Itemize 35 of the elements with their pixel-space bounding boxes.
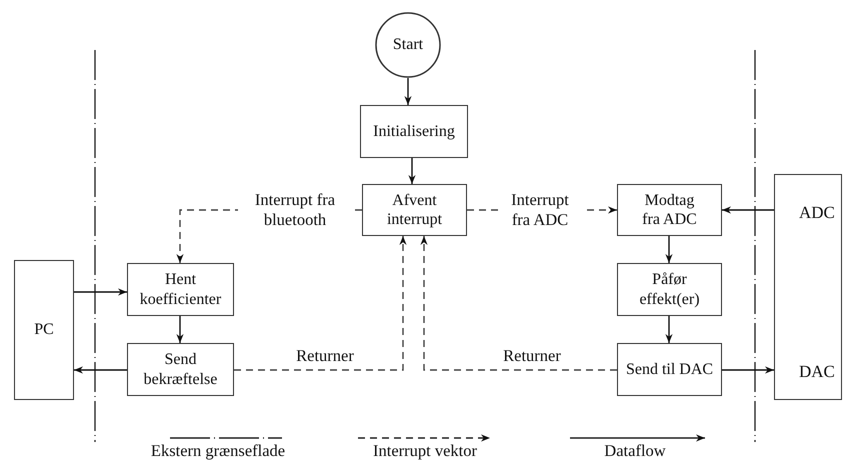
- process-box: [127, 343, 234, 396]
- node-text: ADC: [799, 203, 835, 224]
- node-text: Send til DAC: [626, 360, 714, 380]
- arrow: [74, 288, 127, 296]
- node-text: Påfør effekt(er): [638, 270, 701, 309]
- start-circle: [375, 12, 441, 78]
- node-text: Modtag fra ADC: [641, 190, 698, 230]
- process-box: [617, 263, 722, 316]
- legend-text: Dataflow: [604, 441, 666, 461]
- pc-box: [14, 260, 74, 400]
- arrow: [176, 316, 184, 343]
- process-box: [362, 184, 467, 236]
- arrow: [722, 206, 774, 214]
- arrow: [722, 366, 774, 374]
- process-box: [617, 343, 722, 396]
- node-text: Send bekræftelse: [142, 350, 218, 389]
- arrow: [420, 236, 617, 371]
- node-text: DAC: [799, 362, 835, 382]
- node-text: Hent koefficienter: [138, 270, 222, 309]
- legend-text: Interrupt vektor: [373, 441, 477, 461]
- arrow: [408, 158, 416, 184]
- arrow: [74, 366, 127, 374]
- process-box: [127, 263, 234, 316]
- process-box: [617, 184, 722, 236]
- node-text: Initialisering: [373, 122, 455, 142]
- arrow: [234, 236, 407, 371]
- arrow: [665, 316, 673, 343]
- arrow: [404, 78, 412, 105]
- node-text: PC: [34, 320, 54, 340]
- node-text: Afvent interrupt: [386, 190, 444, 230]
- process-box: [360, 105, 468, 158]
- legend-text: Ekstern grænseflade: [150, 441, 286, 461]
- node-text: Start: [392, 35, 424, 55]
- device-box: [774, 174, 842, 400]
- arrow: [665, 236, 673, 263]
